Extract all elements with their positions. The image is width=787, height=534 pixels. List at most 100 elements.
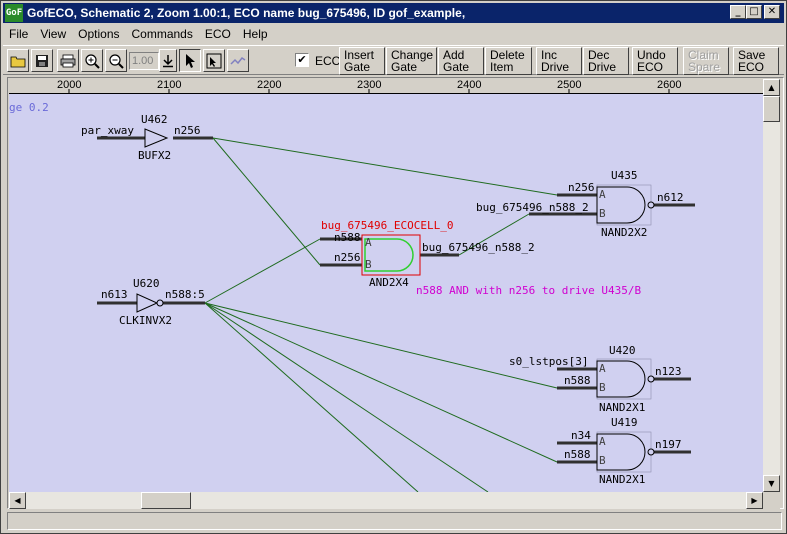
folder-icon	[10, 56, 26, 67]
horizontal-scroll-thumb[interactable]	[141, 492, 191, 509]
title-bar[interactable]: GoF GofECO, Schematic 2, Zoom 1.00:1, EC…	[3, 3, 784, 23]
maximize-button[interactable]: □	[746, 5, 762, 19]
gate-u462[interactable]: U462 BUFX2 par_xway n256	[81, 113, 201, 162]
region-pointer-icon	[206, 53, 222, 68]
vertical-scroll-thumb[interactable]	[763, 96, 780, 122]
save-button[interactable]	[31, 49, 53, 72]
ruler-label: 2400	[457, 79, 482, 91]
ruler-ticks	[9, 89, 763, 94]
close-button[interactable]: ✕	[764, 5, 780, 19]
net-label: n256	[334, 251, 361, 264]
app-logo-icon: GoF	[5, 4, 23, 22]
scroll-left-icon[interactable]: ◀	[9, 492, 26, 509]
gate-type: NAND2X1	[599, 473, 645, 486]
net-label: n613	[101, 288, 128, 301]
region-select-button[interactable]	[203, 49, 225, 72]
menu-eco[interactable]: ECO	[204, 26, 231, 41]
gate-name: U419	[611, 416, 638, 429]
menu-commands[interactable]: Commands	[131, 26, 193, 41]
net-label: s0_lstpos[3]	[509, 355, 588, 368]
gate-u435[interactable]: A B U435 NAND2X2 n256 bug_675496_n588_2 …	[476, 169, 684, 239]
net-label: n588	[564, 448, 591, 461]
net-label: n34	[571, 429, 591, 442]
eco-checkbox[interactable]: ✔	[295, 53, 309, 67]
ruler-label: 2600	[657, 79, 682, 91]
net-label: n123	[655, 365, 682, 378]
net-wires	[204, 137, 558, 492]
wire-icon	[230, 56, 246, 65]
gate-eco-cell[interactable]: A B bug_675496_ECOCELL_0 AND2X4 n588 n25…	[321, 219, 535, 289]
zoom-in-button[interactable]	[81, 49, 103, 72]
pin-label: A	[599, 435, 606, 448]
wire-tool-button[interactable]	[227, 49, 249, 72]
pointer-icon	[186, 53, 195, 68]
scroll-right-icon[interactable]: ▶	[746, 492, 763, 509]
vertical-scrollbar[interactable]: ▲ ▼	[763, 79, 780, 492]
zoom-out-icon	[109, 53, 124, 69]
menu-bar: File View Options Commands ECO Help	[3, 24, 784, 43]
net-label: n588	[564, 374, 591, 387]
pin-label: B	[599, 454, 606, 467]
eco-annotation: n588 AND with n256 to drive U435/B	[416, 284, 642, 297]
eco-checkbox-label: ECO	[315, 54, 342, 68]
ruler-label: 2000	[57, 79, 82, 91]
horizontal-scrollbar[interactable]: ◀ ▶	[9, 492, 763, 509]
gate-name: U462	[141, 113, 168, 126]
zoom-in-icon	[85, 53, 100, 69]
pin-stubs	[97, 136, 695, 464]
gate-name: bug_675496_ECOCELL_0	[321, 219, 453, 232]
schematic-canvas[interactable]: 2000 2100 2200 2300 2400 2500 2600 ge 0.…	[9, 79, 763, 492]
select-tool-button[interactable]	[179, 49, 201, 72]
scroll-up-icon[interactable]: ▲	[763, 79, 780, 96]
gate-type: BUFX2	[138, 149, 171, 162]
scroll-corner	[763, 492, 780, 509]
menu-file[interactable]: File	[9, 26, 29, 41]
window-title: GofECO, Schematic 2, Zoom 1.00:1, ECO na…	[27, 6, 466, 20]
zoom-apply-button[interactable]	[159, 49, 177, 72]
printer-icon	[60, 54, 76, 67]
print-button[interactable]	[57, 49, 79, 72]
gate-name: U435	[611, 169, 638, 182]
scroll-down-icon[interactable]: ▼	[763, 475, 780, 492]
gate-type: NAND2X2	[601, 226, 647, 239]
gate-type: CLKINVX2	[119, 314, 172, 327]
page-label: ge 0.2	[9, 101, 49, 114]
zoom-out-button[interactable]	[105, 49, 127, 72]
net-label: n588:5	[165, 288, 205, 301]
floppy-icon	[36, 54, 48, 67]
net-label: bug_675496_n588_2	[476, 201, 589, 214]
ruler-label: 2300	[357, 79, 382, 91]
gate-name: U620	[133, 277, 160, 290]
menu-view[interactable]: View	[40, 26, 67, 41]
net-label: n612	[657, 191, 684, 204]
net-label: n197	[655, 438, 682, 451]
gate-u419[interactable]: A B U419 NAND2X1 n34 n588 n197	[564, 416, 682, 486]
zoom-field[interactable]: 1.00	[129, 52, 159, 70]
gate-type: AND2X4	[369, 276, 409, 289]
menu-help[interactable]: Help	[242, 26, 268, 41]
gate-type: NAND2X1	[599, 401, 645, 414]
ruler-label: 2500	[557, 79, 582, 91]
gate-u420[interactable]: A B U420 NAND2X1 s0_lstpos[3] n588 n123	[509, 344, 682, 414]
pin-label: A	[365, 236, 372, 249]
open-button[interactable]	[7, 49, 29, 72]
minimize-button[interactable]: _	[730, 5, 746, 19]
status-bar	[7, 512, 782, 530]
net-label: n256	[174, 124, 201, 137]
net-label: par_xway	[81, 124, 134, 137]
menu-options[interactable]: Options	[78, 26, 120, 41]
pin-label: B	[599, 381, 606, 394]
gate-u620[interactable]: U620 CLKINVX2 n613 n588:5	[101, 277, 205, 327]
schematic-drawing: ge 0.2	[9, 89, 763, 492]
